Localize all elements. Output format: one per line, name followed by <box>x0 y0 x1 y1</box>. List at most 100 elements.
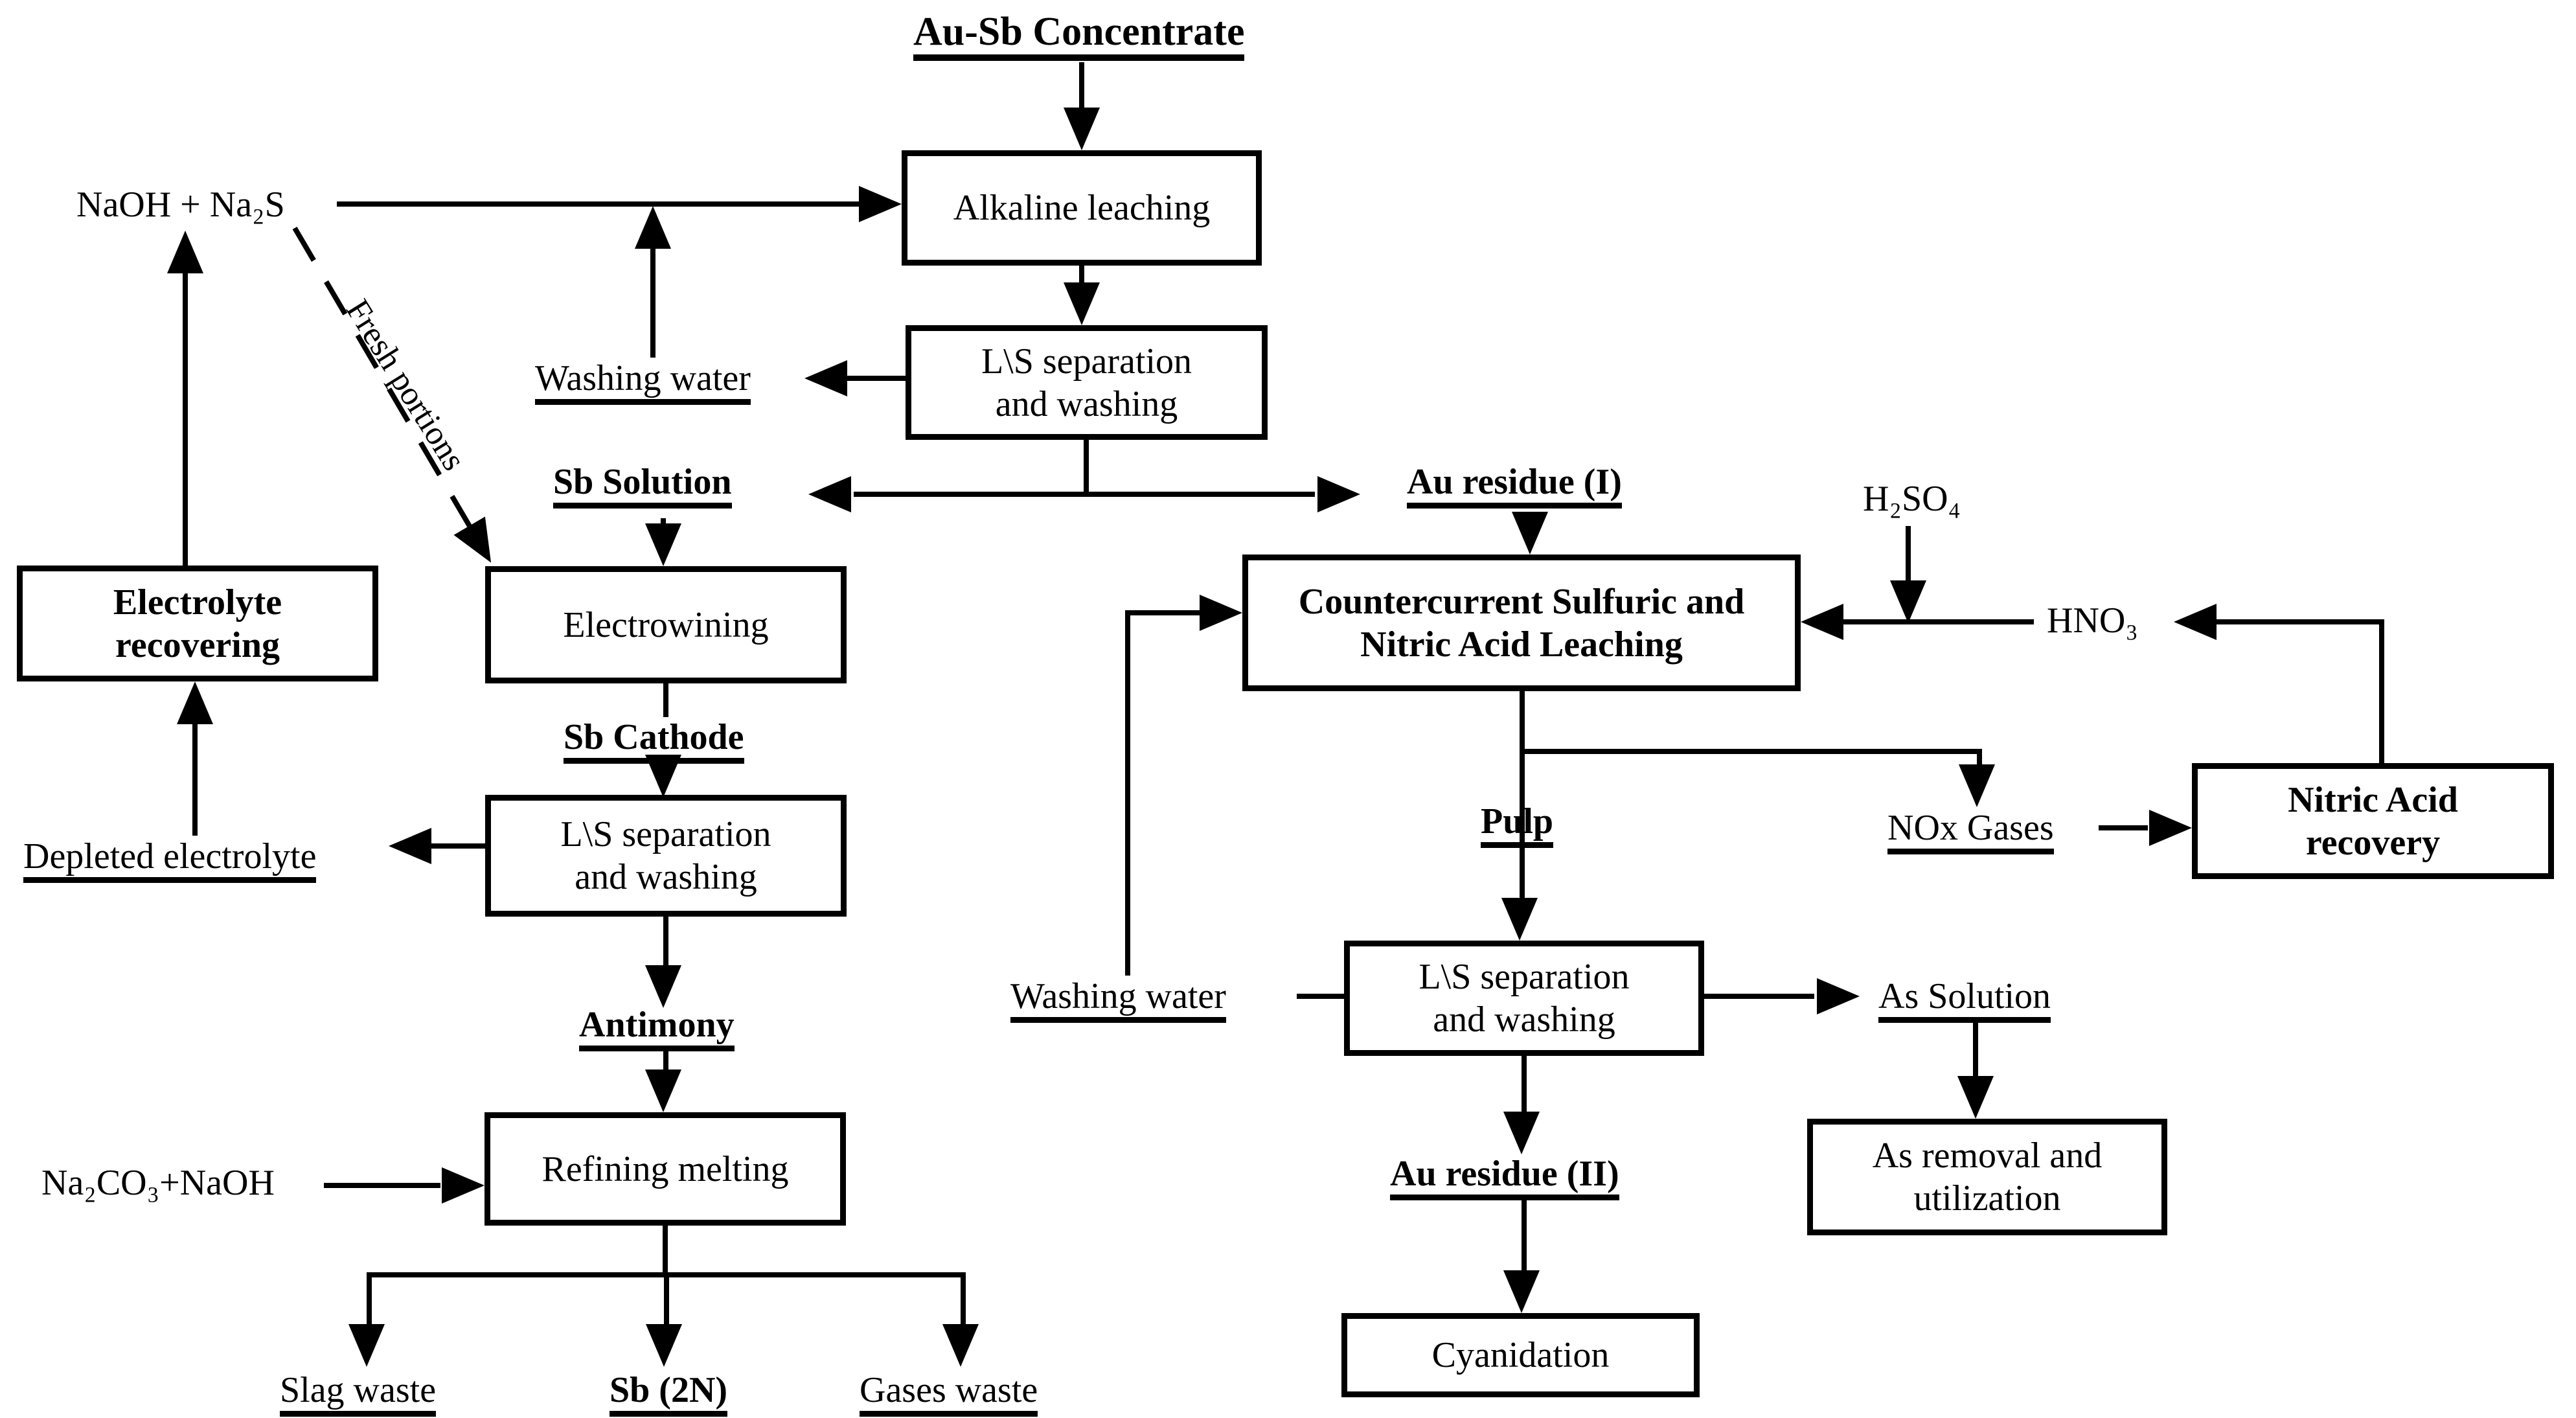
line-auresidue2-to-cyanidation <box>1522 1200 1527 1275</box>
arrowhead-washingwater-to-countercurrent <box>1200 595 1242 631</box>
box-ls-separation-right: L\S separation and washing <box>1344 941 1704 1056</box>
line-branch-sb2n <box>664 1272 669 1324</box>
label-na2co3-naoh: Na₂CO₃+NaOH <box>41 1163 275 1203</box>
box-countercurrent-leaching-line2: Nitric Acid Leaching <box>1360 624 1683 665</box>
arrowhead-acids-into-countercurrent <box>1801 604 1843 640</box>
box-ls-separation-left-line2: and washing <box>575 857 757 897</box>
box-ls-separation-right-line1: L\S separation <box>1419 957 1630 997</box>
box-as-removal-utilization-line2: utilization <box>1913 1178 2061 1218</box>
arrowhead-washingwater-left-up <box>635 206 671 249</box>
box-ls-separation-right-line2: and washing <box>1433 1000 1615 1040</box>
arrowhead-auresidue1-to-countercurrent <box>1512 512 1548 555</box>
box-refining-melting-label: Refining melting <box>541 1149 789 1189</box>
line-nox-branch <box>1520 749 1979 754</box>
box-alkaline-leaching: Alkaline leaching <box>902 150 1262 266</box>
arrowhead-to-slag-waste <box>348 1324 385 1367</box>
arrowhead-auresidue2-to-cyanidation <box>1503 1270 1540 1313</box>
box-ls-separation-top: L\S separation and washing <box>906 325 1268 440</box>
box-nitric-acid-recovery-line2: recovery <box>2305 822 2441 863</box>
arrowhead-na2co3-to-refining <box>442 1167 484 1204</box>
box-electrolyte-recovering-line2: recovering <box>115 624 280 665</box>
line-acid-left-segment <box>1843 619 2034 624</box>
arrowhead-recovering-to-naoh <box>167 231 203 273</box>
arrowhead-recovery-to-hno3 <box>2174 604 2217 640</box>
label-washing-water-left: Washing water <box>535 358 751 405</box>
label-hno3: HNO₃ <box>2047 600 2138 641</box>
line-nitricrecovery-up <box>2379 619 2384 763</box>
label-slag-waste: Slag waste <box>280 1369 437 1417</box>
arrowhead-to-sb-2n <box>646 1324 682 1367</box>
box-alkaline-leaching-label: Alkaline leaching <box>953 188 1211 228</box>
arrowhead-depleted-to-recovering <box>177 681 213 724</box>
arrowhead-nox-to-nitricrecovery <box>2149 810 2192 846</box>
line-lsright-to-auresidue2 <box>1522 1056 1527 1115</box>
line-washingwater-to-lsright <box>1297 994 1344 999</box>
fresh-portions-label: Fresh portions <box>338 293 473 477</box>
arrowhead-concentrate-to-alkaline <box>1064 108 1100 150</box>
arrowhead-lsleft-to-depleted <box>389 828 431 864</box>
box-refining-melting: Refining melting <box>484 1112 846 1226</box>
line-electrowining-to-sbcathode <box>663 683 668 717</box>
arrowhead-sbsolution-to-electrowining <box>645 523 681 566</box>
box-as-removal-utilization-line1: As removal and <box>1872 1136 2103 1176</box>
label-depleted-electrolyte: Depleted electrolyte <box>23 836 317 883</box>
box-countercurrent-leaching-line1: Countercurrent Sulfuric and <box>1298 581 1745 622</box>
box-electrolyte-recovering: Electrolyte recovering <box>17 566 378 681</box>
line-antimony-to-refining <box>663 1051 668 1072</box>
line-lstop-to-washingwater <box>847 376 906 381</box>
line-naoh-to-alkaline <box>337 201 861 207</box>
box-nitric-acid-recovery: Nitric Acid recovery <box>2192 763 2554 879</box>
line-nox-branch-down <box>1977 749 1982 768</box>
box-ls-separation-left: L\S separation and washing <box>485 795 847 917</box>
line-recovering-to-naoh <box>183 273 188 566</box>
box-ls-separation-top-line1: L\S separation <box>981 341 1192 382</box>
box-as-removal-utilization: As removal and utilization <box>1807 1119 2167 1235</box>
arrowhead-antimony-to-refining <box>645 1069 681 1112</box>
box-cyanidation: Cyanidation <box>1341 1313 1700 1397</box>
line-depleted-to-recovering <box>192 724 198 836</box>
diagram-title: Au-Sb Concentrate <box>913 9 1245 61</box>
arrowhead-fresh-portions <box>453 516 507 572</box>
label-sb-2n: Sb (2N) <box>610 1369 728 1417</box>
line-lsright-to-assolution <box>1704 994 1814 999</box>
arrowhead-assolution-to-asremoval <box>1957 1076 1994 1119</box>
label-h2so4: H₂SO₄ <box>1863 479 1961 519</box>
label-sb-cathode: Sb Cathode <box>564 716 744 764</box>
line-sbsolution-to-electrowining <box>661 518 666 527</box>
box-nitric-acid-recovery-line1: Nitric Acid <box>2288 779 2458 820</box>
label-naoh-na2s: NaOH + Na₂S <box>76 185 285 225</box>
line-h2so4-down <box>1906 526 1911 584</box>
line-refining-down <box>663 1226 668 1277</box>
line-acid-right-segment <box>2217 619 2384 624</box>
line-branch-slag <box>367 1272 372 1324</box>
line-countercurrent-to-lsright <box>1520 691 1525 902</box>
label-antimony: Antimony <box>579 1004 735 1051</box>
arrowhead-to-au-residue-1 <box>1317 476 1360 512</box>
label-nox-gases: NOx Gases <box>1887 807 2054 854</box>
line-lsleft-to-depleted <box>431 843 485 849</box>
line-lsleft-to-antimony <box>663 917 668 968</box>
arrowhead-lsright-to-assolution <box>1817 978 1860 1014</box>
arrowhead-to-nox-gases <box>1959 764 1995 807</box>
line-washingwater-right-loop-top <box>1125 610 1200 615</box>
line-na2co3-to-refining <box>324 1183 440 1188</box>
arrowhead-to-gases-waste <box>942 1324 979 1367</box>
line-split-horizontal <box>854 492 1315 497</box>
arrowhead-h2so4-down <box>1890 580 1926 623</box>
arrowhead-lsright-to-auresidue2 <box>1503 1112 1540 1154</box>
line-assolution-to-asremoval <box>1973 1022 1978 1081</box>
box-cyanidation-label: Cyanidation <box>1431 1335 1610 1375</box>
label-washing-water-right: Washing water <box>1010 976 1226 1023</box>
box-countercurrent-leaching: Countercurrent Sulfuric and Nitric Acid … <box>1242 555 1801 691</box>
arrowhead-to-sb-solution <box>808 476 851 512</box>
line-alkaline-to-lstop <box>1079 266 1084 286</box>
box-electrowining: Electrowining <box>485 566 847 683</box>
box-electrolyte-recovering-line1: Electrolyte <box>113 582 282 623</box>
arrowhead-lsleft-to-antimony <box>645 965 681 1008</box>
line-lstop-down <box>1084 440 1089 497</box>
box-electrowining-label: Electrowining <box>563 604 769 645</box>
line-nox-to-nitricrecovery <box>2099 825 2148 830</box>
label-au-residue-2: Au residue (II) <box>1390 1153 1619 1200</box>
line-branch-gases <box>961 1272 966 1324</box>
label-sb-solution: Sb Solution <box>553 461 732 509</box>
